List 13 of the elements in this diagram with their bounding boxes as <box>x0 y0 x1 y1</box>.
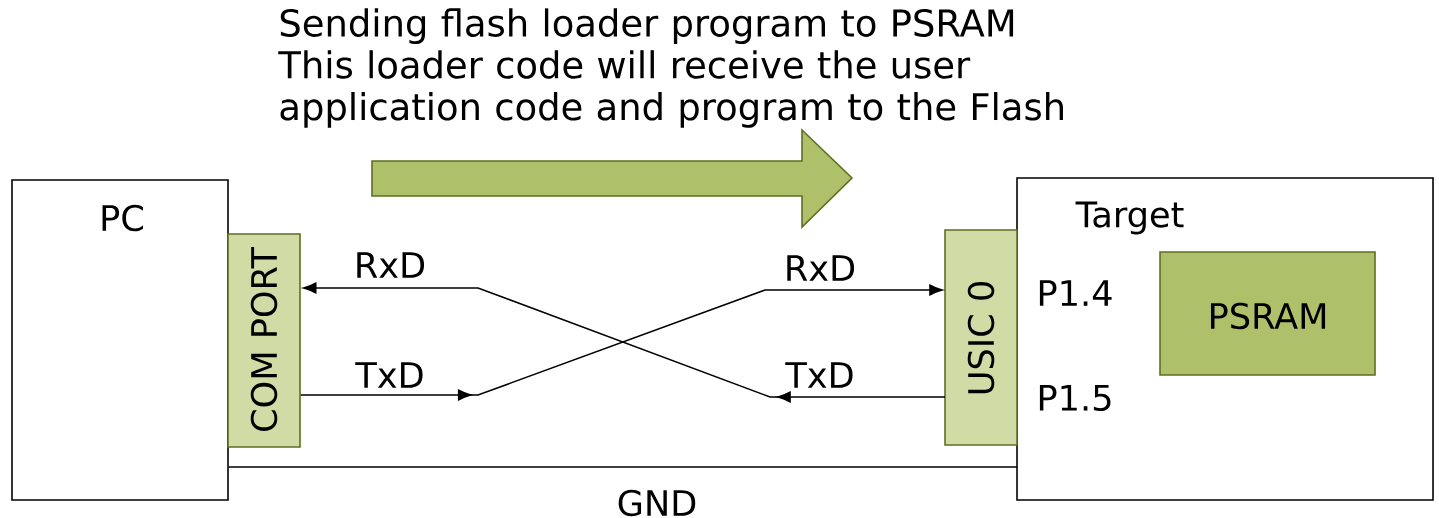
port-box: USIC 0 <box>944 229 1018 446</box>
edge-label: TxD <box>353 360 427 390</box>
edge-label: GND <box>618 489 696 517</box>
signal-label: RxD <box>787 255 855 281</box>
pin-label: P1.4 <box>1039 280 1112 306</box>
memory-box: PSRAM <box>1159 251 1376 376</box>
computer-box: PC <box>11 179 229 501</box>
signal-label: TxD <box>785 362 853 388</box>
pin-label: P1.5 <box>1039 384 1111 412</box>
edge-label: RxD <box>352 250 428 280</box>
port-box: COM PORT <box>227 233 301 448</box>
wire <box>227 466 1018 468</box>
note: Sending flash loader program to PSRAM This loader code will receive the user application code and program to the Flash <box>278 8 1063 128</box>
